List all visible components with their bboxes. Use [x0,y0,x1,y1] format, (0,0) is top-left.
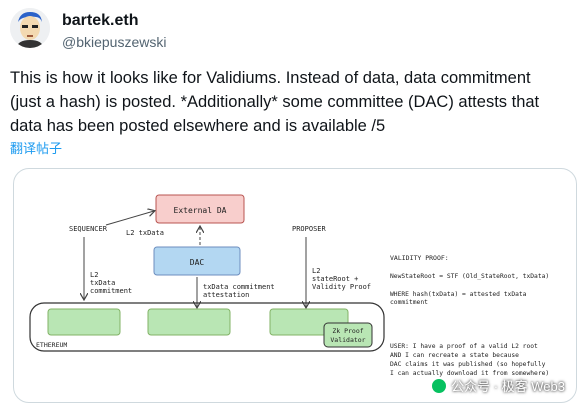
prop-arrow-label-2: stateRoot + [312,275,358,283]
external-da-label: External DA [174,206,227,215]
eth-contract-box-1 [47,308,121,336]
seq-arrow-label-2: txData [90,279,115,287]
watermark-text: 公众号 · 极客 Web3 [451,379,565,394]
zk-proof-validator-box [323,322,373,348]
sequencer-label: SEQUENCER [69,225,108,233]
validity-proof-eq-2b: commitment [390,299,428,306]
tweet-line-3: data has been posted elsewhere and is av… [10,117,386,135]
tweet-media-image[interactable]: External DA SEQUENCER L2 txData PROPOSER… [13,168,577,403]
validity-proof-title: VALIDITY PROOF: [390,254,449,262]
author-handle[interactable]: @bkiepuszewski [62,34,167,50]
validity-proof-eq-1: NewStateRoot = STF (Old_StateRoot, txDat… [390,273,549,280]
l2-txdata-label: L2 txData [126,229,164,237]
tweet-line-1: This is how it looks like for Validiums.… [10,69,531,87]
translate-post-link[interactable]: 翻译帖子 [10,141,63,156]
validity-proof-eq-2a: WHERE hash(txData) = attested txData [390,291,527,298]
proposer-label: PROPOSER [292,225,327,233]
avatar[interactable] [10,8,50,48]
prop-arrow-label-1: L2 [312,267,320,275]
dac-box [153,246,241,276]
ethereum-container [29,302,385,352]
tweet-line-2: (just a hash) is posted. *Additionally* … [10,93,540,111]
avatar-image [10,8,50,48]
seq-to-da-arrow [105,211,154,226]
tweet-header: bartek.eth @bkiepuszewski [10,8,570,52]
seq-arrow-label-1: L2 [90,271,98,279]
author-name[interactable]: bartek.eth [62,12,139,29]
user-note-3: DAC claims it was published (so hopefull… [390,361,546,368]
wechat-icon [431,377,448,394]
user-note-1: USER: I have a proof of a valid L2 root [390,343,538,350]
dac-arrow-label-2: attestation [203,291,249,299]
ethereum-label: ETHEREUM [36,341,67,349]
zk-label-1: Zk Proof [332,327,363,335]
validium-diagram: External DA SEQUENCER L2 txData PROPOSER… [29,194,549,377]
zk-label-2: Validator [330,336,365,344]
prop-arrow-label-3: Validity Proof [312,283,371,291]
user-note-2: AND I can recreate a state because [390,352,519,359]
dac-label: DAC [190,258,205,267]
user-note-4: I can actually download it from somewher… [390,370,549,377]
watermark: 公众号 · 极客 Web3 [431,376,565,395]
tweet-text: This is how it looks like for Validiums.… [10,66,580,138]
eth-contract-box-2 [147,308,231,336]
dac-arrow-label-1: txData commitment [203,283,275,291]
seq-arrow-label-3: commitment [90,287,132,295]
